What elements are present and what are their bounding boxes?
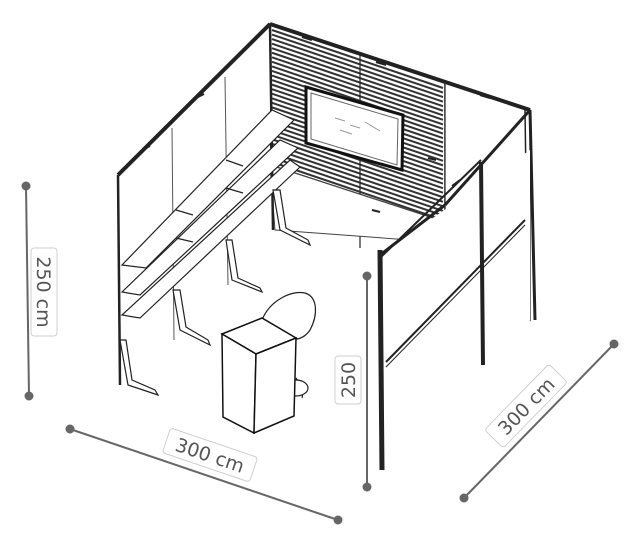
slat [271, 60, 444, 121]
frame-clips [141, 36, 491, 213]
dim-label-width-front: 300 cm [162, 428, 258, 482]
dim-line-height-left [25, 185, 30, 397]
dim-line-depth-right [463, 343, 615, 499]
slat [271, 142, 444, 203]
slat [271, 29, 444, 89]
dim-line-width-front [69, 428, 339, 521]
slat [271, 51, 444, 112]
dimension-lines [21, 181, 619, 525]
wall-screen [304, 85, 405, 172]
dim-endpoint [333, 515, 343, 525]
svg-text:250 cm: 250 cm [32, 256, 54, 327]
dim-label-height-left: 250 cm [30, 247, 58, 337]
slat [271, 65, 444, 126]
slat [271, 38, 444, 99]
slat [271, 161, 444, 221]
slat [271, 151, 444, 212]
slat [271, 56, 444, 117]
wall-shelves [120, 109, 301, 319]
dim-endpoint [65, 424, 75, 434]
slat [271, 147, 444, 208]
dim-endpoint [21, 181, 31, 191]
dim-endpoint [459, 493, 469, 503]
slat [271, 129, 444, 190]
svg-text:250: 250 [338, 362, 360, 398]
slat [271, 47, 444, 108]
svg-text:300 cm: 300 cm [494, 374, 560, 440]
slat [271, 138, 444, 199]
dim-label-height-inner: 250 [334, 355, 362, 405]
dim-endpoint [609, 339, 619, 349]
dim-endpoint [362, 271, 372, 281]
cabinet [220, 317, 298, 435]
slat [271, 33, 444, 94]
front-right-wall [377, 108, 532, 471]
dim-endpoint [362, 482, 372, 492]
desk-legs [119, 189, 312, 397]
dim-endpoint [24, 391, 34, 401]
slat [271, 42, 444, 103]
slat [271, 133, 444, 194]
slat [271, 70, 444, 130]
